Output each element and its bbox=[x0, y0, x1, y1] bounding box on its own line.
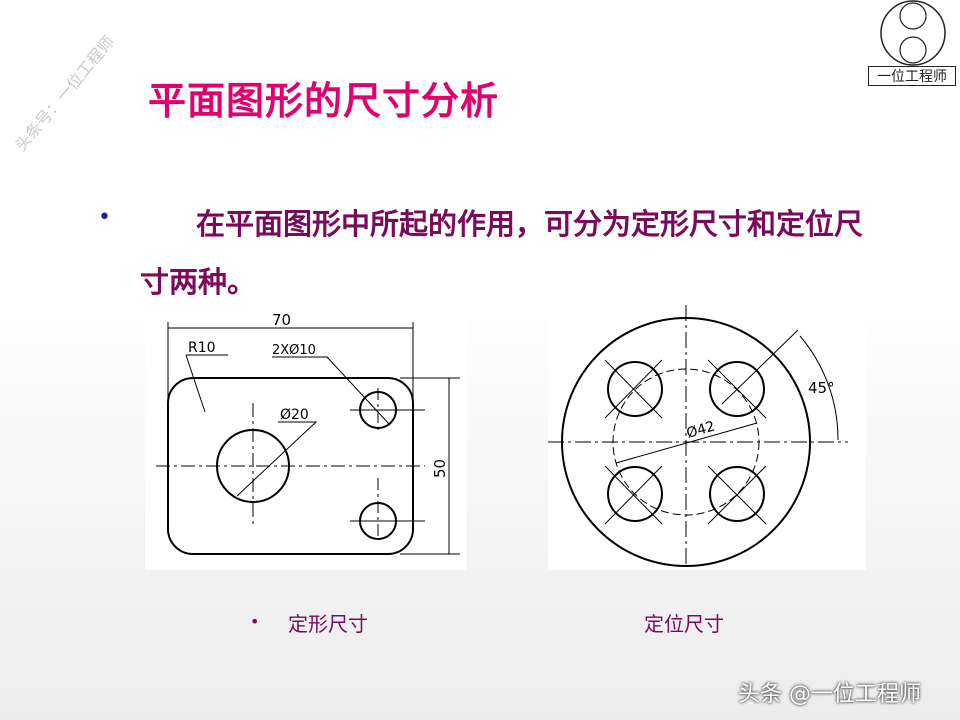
dim-height: 50 bbox=[431, 459, 449, 478]
watermark-diagonal: 头条号：一位工程师 bbox=[11, 32, 119, 155]
dim-big-hole: Ø20 bbox=[280, 407, 309, 423]
bullet-marker: • bbox=[98, 205, 111, 230]
dim-width: 70 bbox=[272, 311, 291, 329]
caption-bullet: • bbox=[250, 612, 260, 631]
shape-dimension-drawing: 70 R10 2XØ10 Ø20 50 bbox=[145, 303, 467, 570]
logo-text: 一位工程师 bbox=[868, 66, 956, 86]
watermark-bottom: 头条 @一位工程师 bbox=[738, 682, 921, 707]
slide-title: 平面图形的尺寸分析 bbox=[148, 79, 500, 123]
dim-radius: R10 bbox=[188, 340, 216, 356]
body-paragraph: 在平面图形中所起的作用，可分为定形尺寸和定位尺寸两种。 bbox=[140, 207, 864, 299]
dim-bolt-circle: Ø42 bbox=[685, 419, 717, 442]
dim-small-holes: 2XØ10 bbox=[272, 343, 316, 358]
position-dimension-drawing: Ø42 45° bbox=[548, 303, 866, 570]
caption-position-dimension: 定位尺寸 bbox=[644, 612, 724, 636]
logo bbox=[880, 0, 946, 66]
dim-angle: 45° bbox=[808, 379, 835, 397]
caption-shape-dimension: 定形尺寸 bbox=[288, 612, 368, 636]
